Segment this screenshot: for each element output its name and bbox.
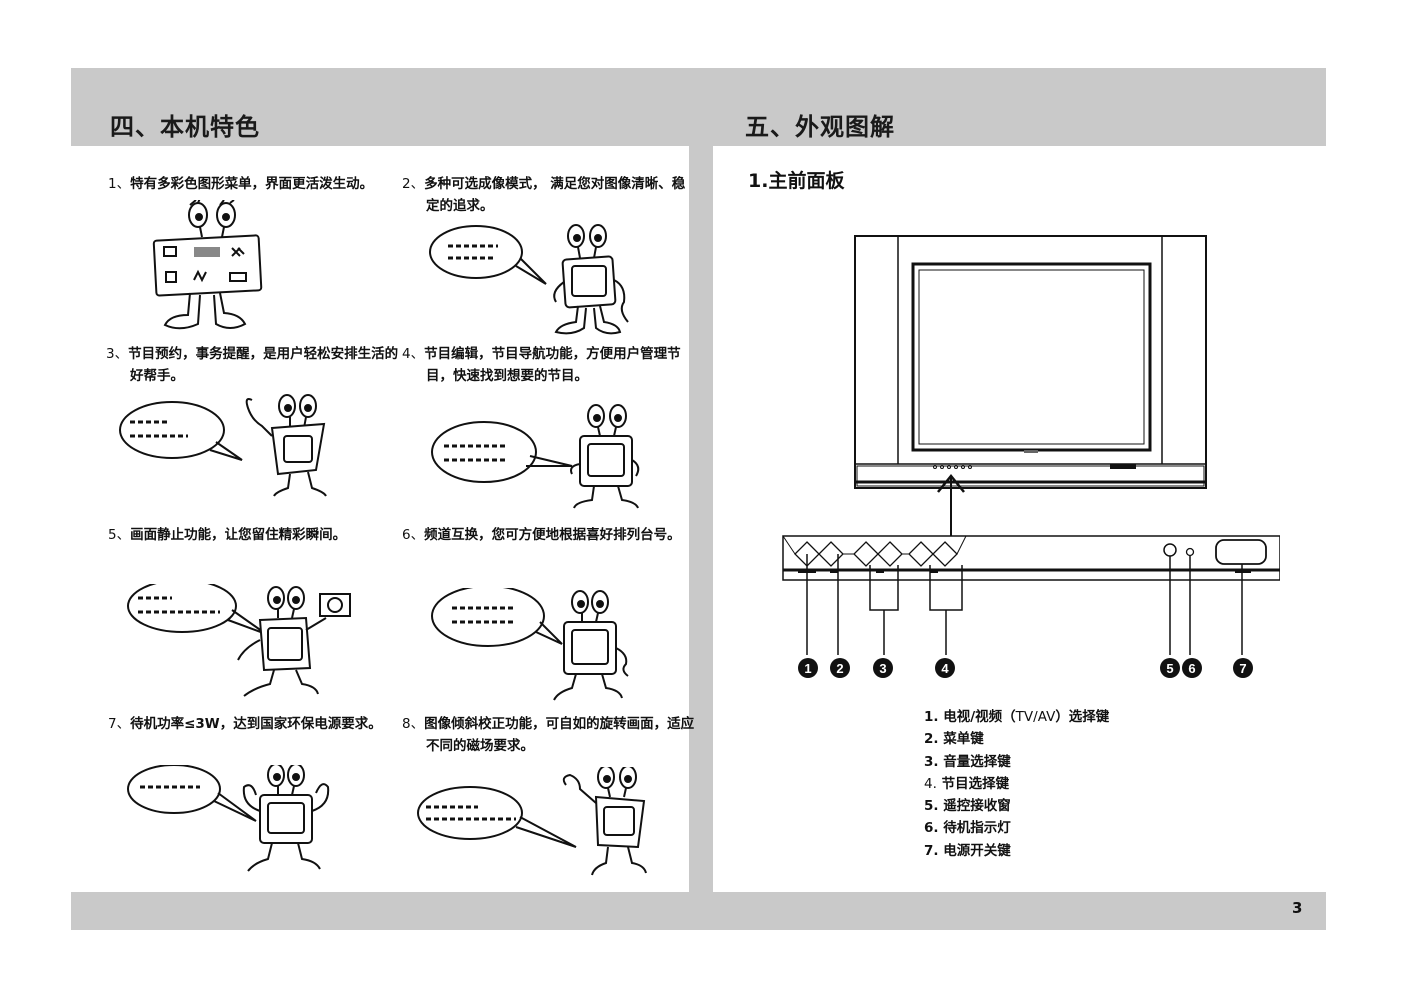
legend-item-2: 2. 菜单键 — [924, 731, 984, 748]
panel-title: 1.主前面板 — [748, 170, 845, 192]
legend-item-5: 5. 遥控接收窗 — [924, 798, 1011, 815]
feature-4: 4、节目编辑，节目导航功能，方便用户管理节目，快速找到想要的节目。 — [402, 346, 681, 384]
legend-item-3: 3. 音量选择键 — [924, 753, 1011, 770]
feature-3: 3、节目预约，事务提醒，是用户轻松安排生活的好帮手。 — [106, 346, 399, 384]
feature-6: 6、频道互换，您可方便地根据喜好排列台号。 — [402, 527, 681, 543]
legend-item-4: 4. 节目选择键 — [924, 775, 1010, 792]
feature-7: 7、待机功率≤3W，达到国家环保电源要求。 — [108, 716, 382, 732]
header-band — [71, 68, 1326, 146]
footer-band — [71, 892, 1326, 930]
section-title-appearance: 五、外观图解 — [745, 113, 895, 141]
cartoon-channel-swap-illustration — [430, 588, 640, 704]
cartoon-freeze-frame-illustration — [126, 584, 356, 702]
legend-item-7: 7. 电源开关键 — [924, 842, 1011, 859]
cartoon-menu-tv-illustration — [150, 200, 280, 335]
legend-item-6: 6. 待机指示灯 — [924, 820, 1011, 837]
cartoon-eco-power-illustration — [126, 765, 356, 875]
panel-legend: 1. 电视/视频（TV/AV）选择键 2. 菜单键 3. 音量选择键 4. 节目… — [924, 706, 1109, 862]
feature-8: 8、图像倾斜校正功能，可自如的旋转画面，适应不同的磁场要求。 — [402, 716, 695, 754]
cartoon-reminder-illustration — [112, 392, 342, 497]
cartoon-tilt-correction-illustration — [416, 767, 656, 879]
legend-item-1: 1. 电视/视频（TV/AV）选择键 — [924, 709, 1110, 725]
cartoon-program-guide-illustration — [430, 404, 650, 509]
feature-2: 2、多种可选成像模式， 满足您对图像清晰、稳定的追求。 — [402, 176, 686, 214]
tv-front-diagram — [780, 230, 1281, 704]
section-title-features: 四、本机特色 — [110, 113, 260, 141]
feature-1: 1、特有多彩色图形菜单，界面更活泼生动。 — [108, 176, 374, 192]
cartoon-image-mode-illustration — [428, 222, 638, 337]
page-number: 3 — [1292, 899, 1303, 917]
feature-5: 5、画面静止功能，让您留住精彩瞬间。 — [108, 527, 347, 543]
column-divider — [689, 146, 713, 892]
